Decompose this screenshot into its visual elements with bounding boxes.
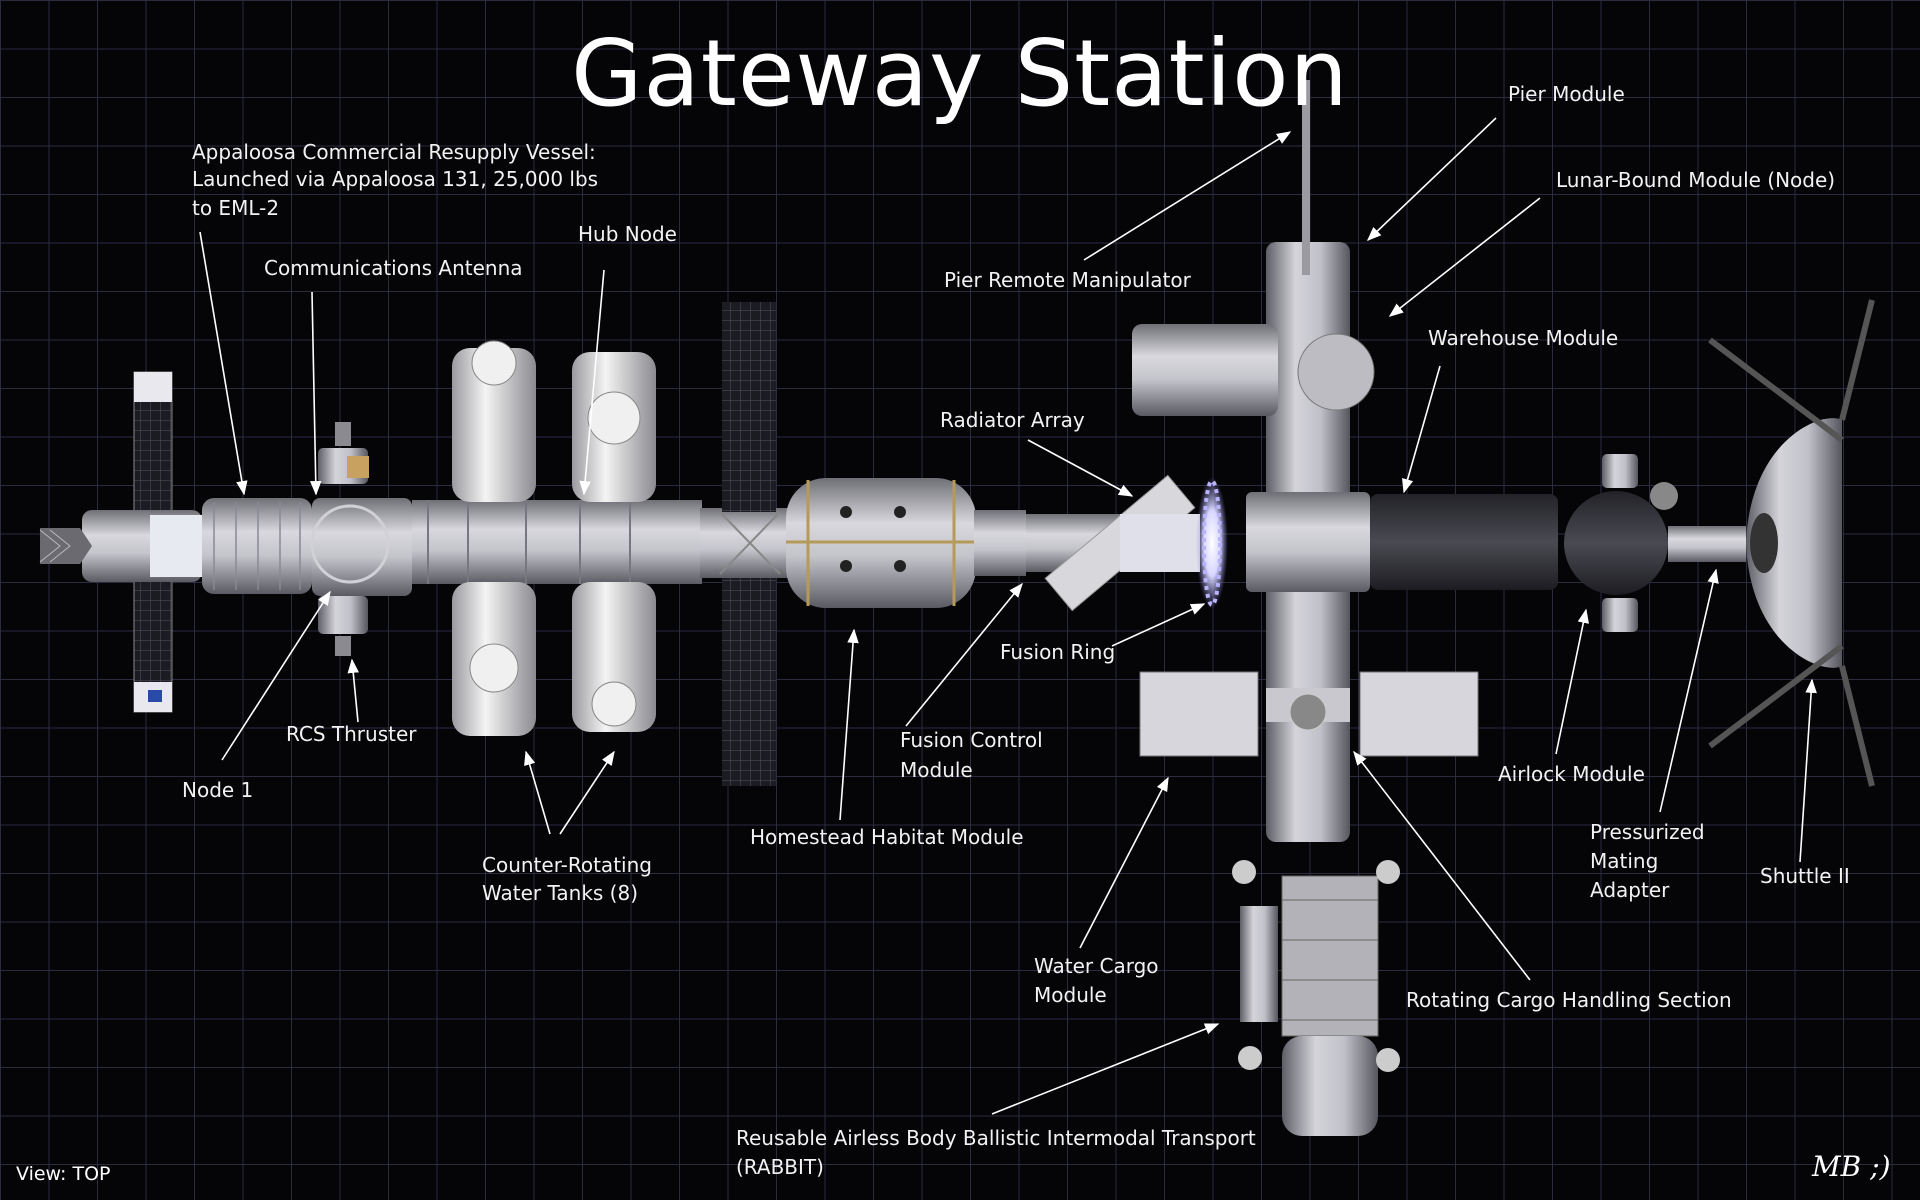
warehouse-module <box>1370 494 1558 590</box>
label-water-cargo-line1: Water Cargo <box>1034 954 1159 978</box>
leader-lines <box>199 117 1817 1115</box>
label-appaloosa-line1: Appaloosa Commercial Resupply Vessel: <box>192 140 596 164</box>
label-pma-line3: Adapter <box>1590 878 1670 902</box>
label-appaloosa-line3: to EML-2 <box>192 196 280 220</box>
label-rabbit-line2: (RABBIT) <box>736 1155 824 1179</box>
artist-signature: MB ;) <box>1812 1150 1891 1183</box>
label-homestead: Homestead Habitat Module <box>750 825 1024 849</box>
label-airlock: Airlock Module <box>1498 762 1645 786</box>
label-water-cargo-line2: Module <box>1034 983 1107 1007</box>
fusion-ring <box>1196 477 1228 609</box>
label-fusion-ring: Fusion Ring <box>1000 640 1116 664</box>
label-appaloosa-line2: Launched via Appaloosa 131, 25,000 lbs <box>192 167 599 191</box>
shuttle-ii <box>1708 299 1875 787</box>
central-spine <box>1132 80 1375 842</box>
label-hub-node: Hub Node <box>578 222 677 246</box>
label-rcs: RCS Thruster <box>286 722 417 746</box>
label-node1: Node 1 <box>182 778 254 802</box>
water-cargo-module-right <box>1359 671 1479 757</box>
label-pma-line1: Pressurized <box>1590 820 1705 844</box>
label-lunar-bound: Lunar-Bound Module (Node) <box>1556 168 1836 192</box>
label-water-tanks-line2: Water Tanks (8) <box>482 881 639 905</box>
label-radiator: Radiator Array <box>940 408 1085 432</box>
node-1 <box>202 498 312 594</box>
label-fusion-control-line1: Fusion Control <box>900 728 1043 752</box>
label-rotating-cargo: Rotating Cargo Handling Section <box>1406 988 1732 1012</box>
label-pier-manipulator: Pier Remote Manipulator <box>944 268 1191 292</box>
pma <box>1668 526 1746 562</box>
label-fusion-control-line2: Module <box>900 758 973 782</box>
comm-antenna-assembly <box>310 422 412 656</box>
solar-array-lower <box>722 578 776 786</box>
water-cargo-module-left <box>1139 671 1259 757</box>
appaloosa-vessel <box>39 371 202 713</box>
rabbit-transport <box>1232 860 1400 1136</box>
solar-array-upper <box>722 302 776 512</box>
label-rabbit-line1: Reusable Airless Body Ballistic Intermod… <box>736 1126 1256 1150</box>
view-indicator: View: TOP <box>16 1163 111 1185</box>
label-warehouse: Warehouse Module <box>1428 326 1619 350</box>
label-comm-antenna: Communications Antenna <box>264 256 523 280</box>
page-title: Gateway Station <box>571 20 1349 127</box>
label-pier-module: Pier Module <box>1508 82 1625 106</box>
homestead-habitat <box>786 478 976 608</box>
label-water-tanks-line1: Counter-Rotating <box>482 853 652 877</box>
airlock-module <box>1564 454 1678 632</box>
label-pma-line2: Mating <box>1590 849 1659 873</box>
label-shuttle: Shuttle II <box>1760 864 1850 888</box>
